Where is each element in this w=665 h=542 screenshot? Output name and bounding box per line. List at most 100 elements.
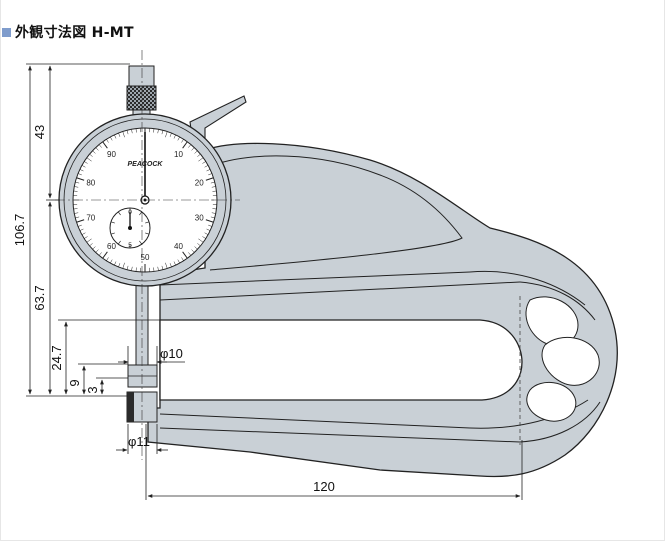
dial-tick: [75, 216, 80, 219]
dial-tick: [188, 144, 192, 148]
dial-tick: [102, 141, 108, 149]
dial-tick: [157, 266, 159, 271]
frame-lobe-middle: [541, 337, 600, 386]
dial-tick: [204, 232, 209, 235]
dim-lower-diameter: φ11: [128, 434, 150, 449]
dim-depth: 120: [313, 479, 335, 494]
dial-tick: [131, 129, 133, 134]
dial-tick: [210, 216, 215, 219]
dial-tick: [92, 246, 96, 250]
dial-tick: [126, 130, 129, 135]
dial-tick: [208, 173, 213, 176]
dial-tick: [205, 219, 214, 223]
dial-tick: [173, 261, 176, 266]
dial-tick: [122, 262, 125, 269]
dial-tick: [161, 265, 164, 270]
dimension-labels: 106.7 43 63.7 24.7 9 3 φ10 φ11 120: [12, 125, 335, 494]
dimension-lines: [26, 63, 523, 500]
dial-tick: [95, 147, 99, 151]
dial-tick: [188, 252, 192, 256]
dial-tick: [157, 129, 159, 134]
dial-tick: [81, 165, 86, 168]
sub-dial-ticks: [110, 208, 150, 248]
dial-tick: [212, 208, 217, 210]
dial-tick: [206, 169, 211, 172]
dim-nine: 9: [67, 379, 82, 386]
dial-tick: [102, 251, 108, 259]
dial-tick: [191, 147, 195, 151]
dial-tick: [161, 130, 164, 135]
dial-number: 90: [107, 150, 116, 159]
dial-tick: [211, 212, 216, 214]
frame-top-rib: [204, 155, 463, 271]
dial-tick: [77, 224, 82, 227]
dial-tick: [182, 251, 188, 259]
dial-tick: [84, 161, 88, 164]
dial-tick: [73, 190, 78, 192]
dial-tick: [169, 132, 172, 137]
dial-tick: [106, 139, 109, 143]
dial-tick: [135, 128, 137, 133]
dial-tick: [98, 252, 102, 256]
dial-tick: [135, 267, 137, 272]
dial-tick: [92, 150, 96, 154]
dial-tick: [76, 219, 85, 223]
dial-tick: [110, 259, 113, 264]
knurled-cap: [126, 85, 157, 111]
dial-tick: [86, 238, 92, 243]
dial-number: 60: [107, 242, 116, 251]
dial-number: 20: [195, 178, 204, 187]
dial-tick: [114, 261, 117, 266]
sub-dial-tick: [139, 240, 143, 245]
section-header: 外観寸法図 H-MT: [2, 22, 134, 42]
dial-tick: [177, 259, 180, 264]
dial-tick: [177, 136, 180, 141]
sub-dial-tick: [117, 240, 121, 245]
dial-tick: [181, 139, 184, 143]
dial-number: 40: [174, 242, 183, 251]
dim-lower-height: 63.7: [32, 285, 47, 310]
dial-tick: [205, 177, 214, 181]
dial-tick: [208, 224, 213, 227]
dial-tick: [79, 228, 84, 231]
square-bullet-icon: [2, 27, 11, 37]
dial-tick: [118, 132, 121, 137]
dial-number: 70: [86, 214, 95, 223]
dim-anvil-height: 24.7: [49, 345, 64, 370]
dial-tick: [153, 128, 155, 133]
dial-tick: [210, 181, 215, 184]
dial-ticks: [73, 128, 217, 272]
dial-tick: [212, 190, 217, 192]
sub-dial-tick: [139, 211, 143, 216]
sub-dial-tick: [110, 221, 115, 224]
sub-dial-tick: [117, 211, 121, 216]
dial-tick: [202, 161, 206, 164]
dial-tick: [74, 186, 79, 188]
dial-tick: [165, 262, 168, 269]
dial-tick: [76, 177, 85, 181]
dial-tick: [81, 232, 86, 235]
dial-number: 10: [174, 150, 183, 159]
dial-tick: [206, 228, 211, 231]
dial-tick: [73, 208, 78, 210]
sub-dial-tick: [145, 232, 150, 235]
dial-tick: [204, 165, 209, 168]
dial-tick: [75, 181, 80, 184]
sub-dial-tick: [145, 221, 150, 224]
gauge-frame: [147, 142, 618, 478]
sub-dial-tick: [110, 232, 115, 235]
dial-tick: [110, 136, 113, 141]
dial-tick: [181, 257, 184, 261]
dial-number: 50: [141, 253, 150, 262]
dial-tick: [153, 267, 155, 272]
dim-upper-height: 43: [32, 125, 47, 139]
dial-tick: [202, 236, 206, 239]
dial-tick: [77, 173, 82, 176]
frame-slot: [159, 319, 523, 401]
dial-tick: [95, 249, 99, 253]
dial-tick: [106, 257, 109, 261]
dial-tick: [89, 243, 93, 247]
dial-tick: [98, 144, 102, 148]
